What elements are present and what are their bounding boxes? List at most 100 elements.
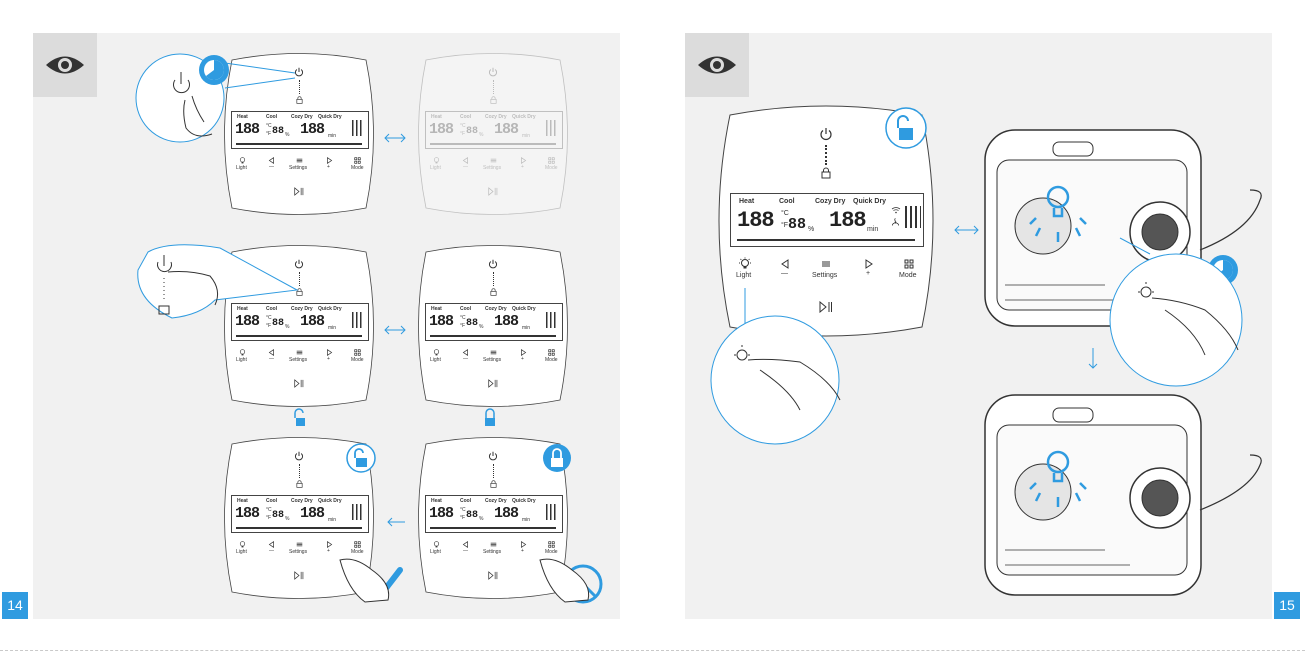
panel-outline: [418, 53, 568, 215]
mode-cozy-dry: Cozy Dry: [485, 114, 507, 120]
menu-icon[interactable]: [490, 349, 497, 356]
bulb-icon[interactable]: [738, 257, 752, 271]
mode-grid-icon[interactable]: [904, 259, 914, 269]
right-triangle-icon[interactable]: [520, 157, 527, 164]
lock-icon[interactable]: [821, 167, 831, 179]
mode-grid-icon[interactable]: [354, 349, 361, 356]
lock-icon[interactable]: [490, 288, 497, 296]
mode-label: Mode: [545, 549, 558, 555]
lock-icon[interactable]: [490, 480, 497, 488]
power-icon[interactable]: [294, 67, 304, 77]
menu-icon[interactable]: [296, 157, 303, 164]
play-pause-icon[interactable]: [294, 571, 304, 580]
right-triangle-icon[interactable]: [326, 157, 333, 164]
menu-icon[interactable]: [821, 259, 831, 269]
unit-percent: %: [479, 324, 484, 330]
left-triangle-icon[interactable]: [268, 541, 275, 548]
fan-icon: [892, 218, 899, 226]
bulb-icon[interactable]: [432, 156, 441, 165]
settings-label: Settings: [483, 165, 502, 171]
unit-fahrenheit: °F: [460, 323, 466, 329]
power-icon[interactable]: [488, 67, 498, 77]
temp-digits: 188: [235, 121, 260, 138]
mode-quick-dry: Quick Dry: [318, 306, 342, 312]
play-pause-icon[interactable]: [294, 187, 304, 196]
settings-label: Settings: [289, 549, 308, 555]
menu-icon[interactable]: [490, 157, 497, 164]
right-triangle-icon[interactable]: [864, 259, 874, 269]
mode-cozy-dry: Cozy Dry: [815, 198, 846, 205]
unit-fahrenheit: °F: [460, 131, 466, 137]
mode-grid-icon[interactable]: [354, 157, 361, 164]
temp-digits: 188: [429, 121, 454, 138]
menu-icon[interactable]: [296, 349, 303, 356]
play-pause-icon[interactable]: [488, 187, 498, 196]
lock-icon[interactable]: [296, 96, 303, 104]
bulb-icon[interactable]: [432, 348, 441, 357]
light-label: Light: [236, 357, 247, 363]
unit-fahrenheit: °F: [266, 131, 272, 137]
temp-digits: 188: [737, 208, 775, 233]
mode-grid-icon[interactable]: [548, 349, 555, 356]
light-label: Light: [430, 357, 441, 363]
mode-grid-icon[interactable]: [354, 541, 361, 548]
control-panel-small: Heat Cool Cozy Dry Quick Dry 188 °C °F 8…: [412, 53, 574, 215]
level-bars: [352, 312, 364, 328]
right-triangle-icon[interactable]: [326, 349, 333, 356]
mode-grid-icon[interactable]: [548, 157, 555, 164]
lcd-display: Heat Cool Cozy Dry Quick Dry 188 °C °F 8…: [425, 495, 563, 533]
play-pause-icon[interactable]: [488, 379, 498, 388]
lock-dots: [493, 272, 494, 286]
wifi-icon: [891, 207, 901, 214]
right-triangle-icon[interactable]: [520, 541, 527, 548]
minus-label: —: [269, 548, 274, 554]
eye-icon: [698, 56, 736, 74]
power-icon[interactable]: [488, 451, 498, 461]
lcd-display: Heat Cool Cozy Dry Quick Dry 188 °C °F 8…: [231, 495, 369, 533]
lcd-display: Heat Cool Cozy Dry Quick Dry 188 °C °F 8…: [425, 303, 563, 341]
bulb-icon[interactable]: [238, 348, 247, 357]
lock-icon[interactable]: [490, 96, 497, 104]
temp-digits: 188: [235, 313, 260, 330]
power-icon[interactable]: [294, 451, 304, 461]
time-digits: 188: [494, 313, 519, 330]
power-icon[interactable]: [294, 259, 304, 269]
right-triangle-icon[interactable]: [326, 541, 333, 548]
plus-label: +: [521, 548, 524, 554]
play-pause-icon[interactable]: [819, 301, 833, 313]
left-triangle-icon[interactable]: [462, 349, 469, 356]
settings-label: Settings: [812, 272, 838, 279]
play-pause-icon[interactable]: [488, 571, 498, 580]
menu-icon[interactable]: [296, 541, 303, 548]
plus-label: +: [521, 164, 524, 170]
play-pause-icon[interactable]: [294, 379, 304, 388]
unit-min: min: [522, 325, 531, 331]
power-icon[interactable]: [488, 259, 498, 269]
bulb-icon[interactable]: [238, 540, 247, 549]
left-triangle-icon[interactable]: [462, 157, 469, 164]
lock-icon[interactable]: [296, 288, 303, 296]
lcd-progress-bar: [430, 527, 556, 529]
lock-icon[interactable]: [296, 480, 303, 488]
mode-quick-dry: Quick Dry: [512, 114, 536, 120]
lock-dots: [299, 272, 300, 286]
left-triangle-icon[interactable]: [268, 349, 275, 356]
left-triangle-icon[interactable]: [780, 259, 790, 269]
left-triangle-icon[interactable]: [268, 157, 275, 164]
time-digits: 188: [300, 505, 325, 522]
mode-heat: Heat: [431, 114, 442, 120]
mode-quick-dry: Quick Dry: [512, 306, 536, 312]
bulb-icon[interactable]: [432, 540, 441, 549]
power-icon[interactable]: [819, 127, 833, 141]
left-triangle-icon[interactable]: [462, 541, 469, 548]
settings-label: Settings: [483, 357, 502, 363]
light-label: Light: [736, 272, 752, 279]
mode-cozy-dry: Cozy Dry: [485, 498, 507, 504]
menu-icon[interactable]: [490, 541, 497, 548]
bulb-icon[interactable]: [238, 156, 247, 165]
unit-min: min: [867, 226, 879, 233]
right-triangle-icon[interactable]: [520, 349, 527, 356]
time-digits: 188: [300, 121, 325, 138]
level-bars: [905, 206, 921, 228]
mode-grid-icon[interactable]: [548, 541, 555, 548]
